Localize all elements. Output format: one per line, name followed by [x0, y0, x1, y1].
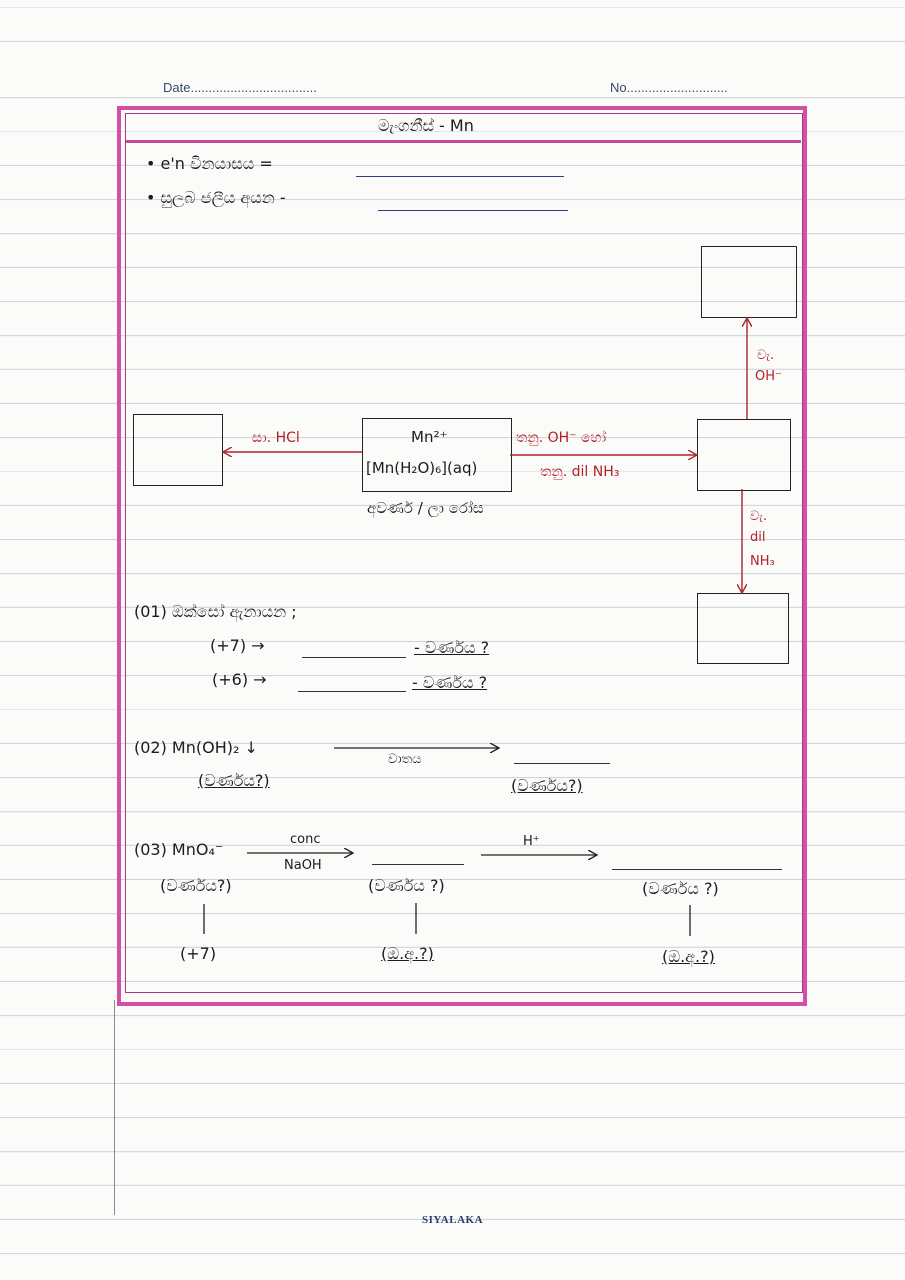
down-reagent-label-2: dil — [750, 530, 766, 545]
down-reagent-label-3: NH₃ — [750, 554, 775, 569]
up-reagent-label-2: OH⁻ — [755, 369, 782, 384]
q3-color-3: (වර්ණය ?) — [642, 879, 719, 898]
q1-row2-state: (+6) → — [212, 670, 267, 689]
q1-row1-suffix: - වර්ණය ? — [414, 638, 490, 657]
center-ion-formula: Mn²⁺ — [411, 428, 448, 446]
page-title: මැංගනීස් - Mn — [378, 116, 474, 135]
bullet-electron-config: • e'n විනයාසය = — [146, 154, 273, 173]
footer-brand: SIYALAKA — [421, 1214, 484, 1226]
q1-row2-answer-blank[interactable] — [298, 691, 406, 692]
bullet-text: e'n විනයාසය = — [160, 154, 273, 173]
q3-arrow1-bottom-label: NaOH — [284, 858, 322, 873]
bullet-common-ions: • සුලබ ජලීය අයන - — [146, 188, 286, 207]
q3-arrow2-top-label: H⁺ — [523, 834, 540, 849]
q1-row2-suffix: - වර්ණය ? — [412, 673, 488, 692]
date-label: Date................................... — [163, 80, 317, 95]
q3-oxidation-2: (ඔ.අ.?) — [381, 944, 434, 963]
q3-product2-blank[interactable] — [612, 869, 782, 870]
q3-color-1: (වර්ණය?) — [160, 876, 232, 895]
worksheet-frame — [117, 106, 807, 1006]
answer-blank-common-ions[interactable] — [378, 210, 568, 211]
center-complex-formula: [Mn(H₂O)₆](aq) — [366, 459, 478, 477]
q3-arrow1-top-label: conc — [290, 832, 321, 847]
up-reagent-label-1: වැ. — [757, 348, 775, 363]
answer-blank-electron-config[interactable] — [356, 176, 564, 177]
q3-oxidation-3: (ඔ.අ.?) — [662, 947, 715, 966]
margin-line — [114, 1000, 115, 1215]
q2-left-color: (වර්ණය?) — [198, 771, 270, 790]
q3-product1-blank[interactable] — [372, 864, 464, 865]
title-divider — [126, 140, 801, 143]
center-color-caption: අවර්ණ / ලා රෝස — [367, 499, 484, 517]
left-reagent-label: සා. HCl — [252, 430, 300, 446]
down-reagent-label-1: වැ. — [750, 509, 768, 524]
worksheet-frame-inner — [125, 113, 803, 993]
right-reagent-label-1: තනු. OH⁻ හෝ — [516, 430, 607, 446]
q2-right-color: (වර්ණය?) — [511, 776, 583, 795]
q1-row1-answer-blank[interactable] — [302, 657, 406, 658]
q3-oxidation-1: (+7) — [180, 944, 217, 963]
bullet-text: සුලබ ජලීය අයන - — [160, 188, 286, 207]
q2-product-blank[interactable] — [514, 763, 610, 764]
right-reagent-label-2: තනු. dil NH₃ — [540, 464, 620, 480]
q1-label: (01) ඔක්සෝ ඇනායන ; — [134, 602, 297, 621]
q1-row1-state: (+7) → — [210, 636, 265, 655]
number-label: No............................ — [610, 80, 728, 95]
q3-label: (03) MnO₄⁻ — [134, 840, 224, 859]
q2-label: (02) Mn(OH)₂ ↓ — [134, 738, 258, 757]
q2-arrow-label: වාතය — [388, 752, 422, 767]
q3-color-2: (වර්ණය ?) — [368, 876, 445, 895]
